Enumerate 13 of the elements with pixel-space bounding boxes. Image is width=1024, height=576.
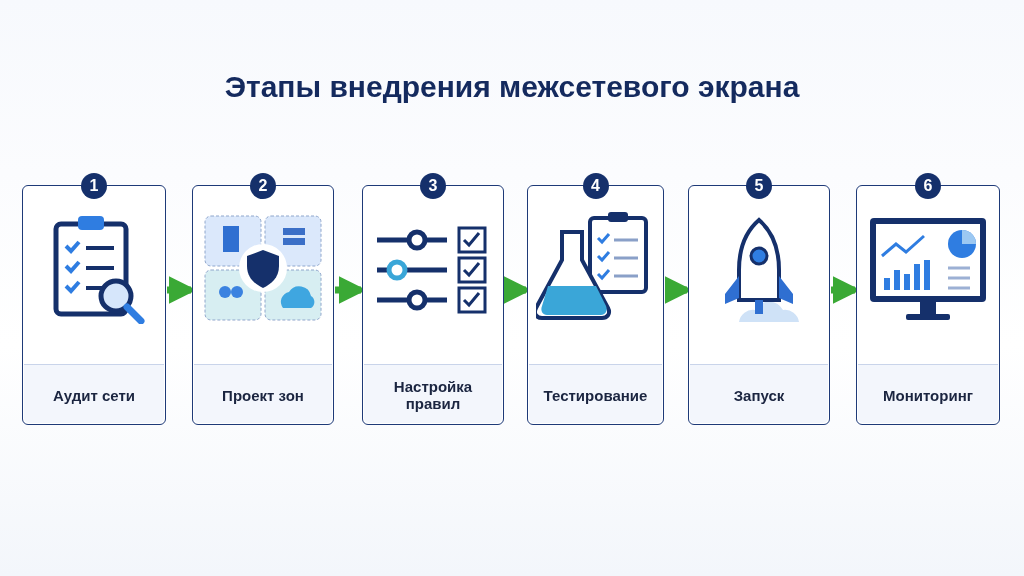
step-label: Запуск <box>732 385 786 406</box>
step-label: Проект зон <box>221 385 305 406</box>
step-number: 3 <box>420 173 446 199</box>
step-label: Тестирование <box>542 385 649 406</box>
title: Этапы внедрения межсетевого экрана <box>223 70 801 104</box>
step-number: 6 <box>915 173 941 199</box>
step-number: 4 <box>582 173 609 199</box>
step-label: Настройка правил <box>392 377 474 414</box>
step-number: 2 <box>250 173 276 199</box>
step-number: 5 <box>746 173 772 199</box>
step-label: Мониторинг <box>882 385 974 406</box>
step-number: 1 <box>81 173 107 199</box>
step-label: Аудит сети <box>51 385 137 406</box>
